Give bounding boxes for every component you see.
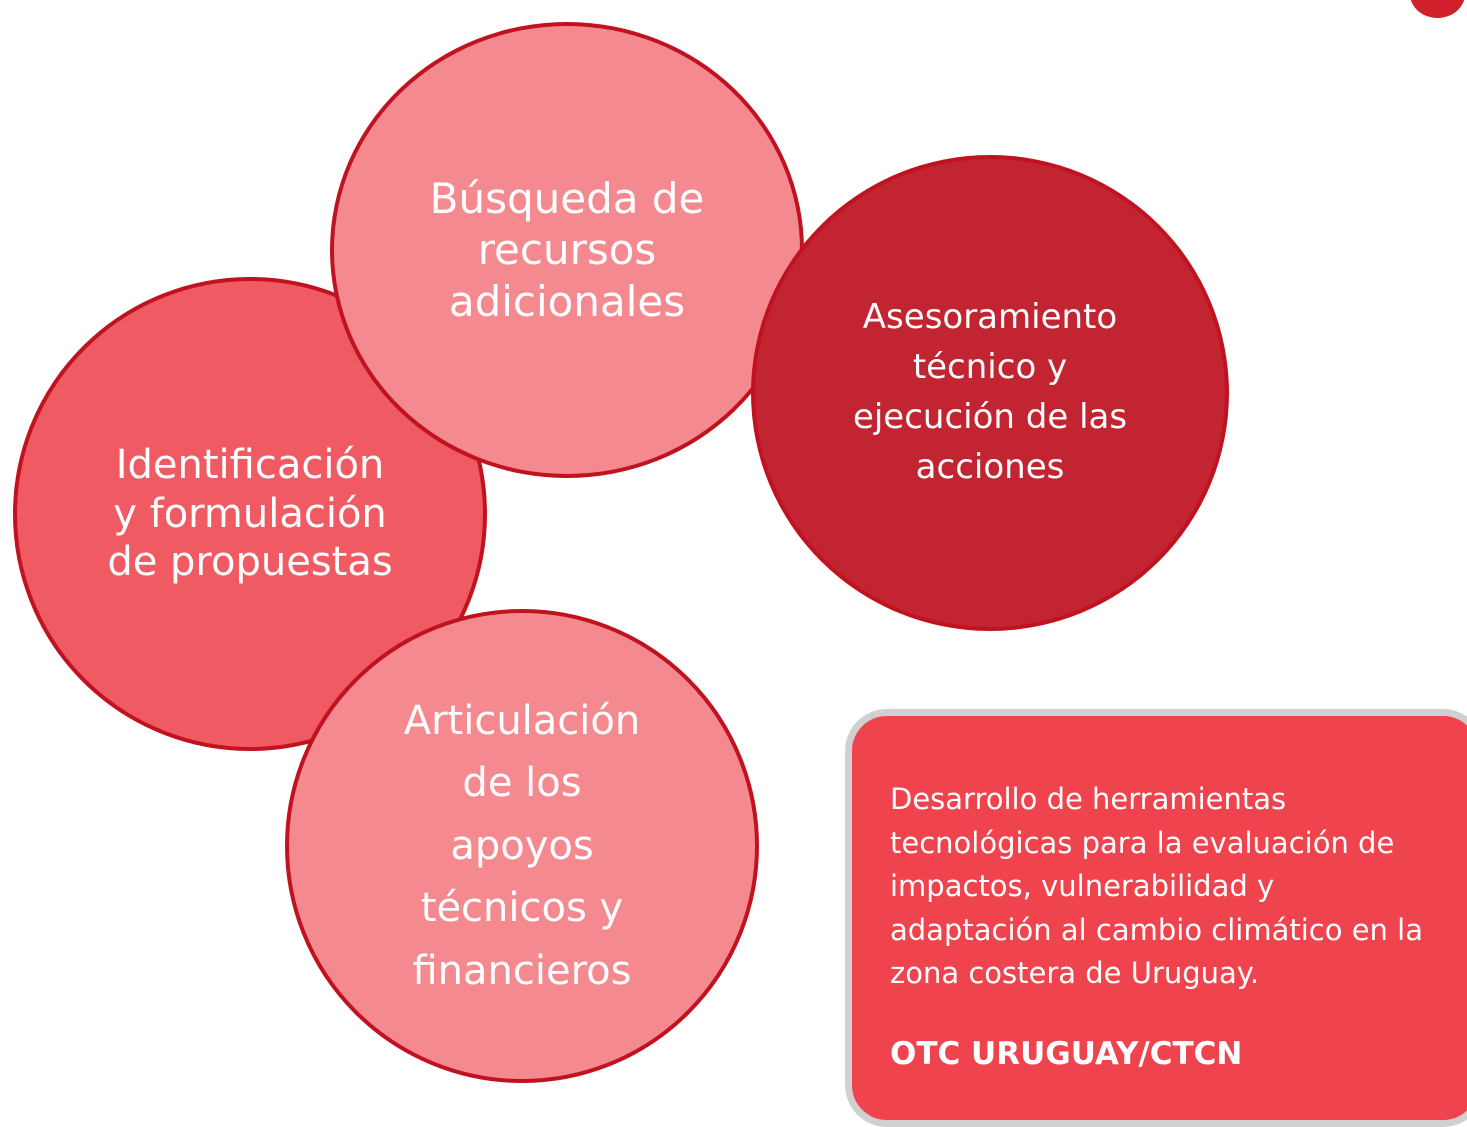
circle-articulacion: Articulación de los apoyos técnicos y fi…	[285, 609, 759, 1083]
circle-asesoramiento-label: Asesoramiento técnico y ejecución de las…	[852, 297, 1128, 487]
circle-asesoramiento: Asesoramiento técnico y ejecución de las…	[751, 155, 1229, 631]
logo-circle-icon	[1410, 0, 1465, 18]
circle-articulacion-label: Articulación de los apoyos técnicos y fi…	[403, 698, 641, 994]
circle-busqueda-label: Búsqueda de recursos adicionales	[429, 174, 705, 326]
project-note-card: Desarrollo de herramientas tecnológicas …	[845, 709, 1467, 1127]
project-description: Desarrollo de herramientas tecnológicas …	[890, 782, 1423, 990]
project-highlight: OTC URUGUAY/CTCN	[890, 1035, 1243, 1072]
circle-identificacion-label: Identificación y formulación de propuest…	[107, 441, 393, 586]
circle-busqueda: Búsqueda de recursos adicionales	[330, 22, 804, 478]
